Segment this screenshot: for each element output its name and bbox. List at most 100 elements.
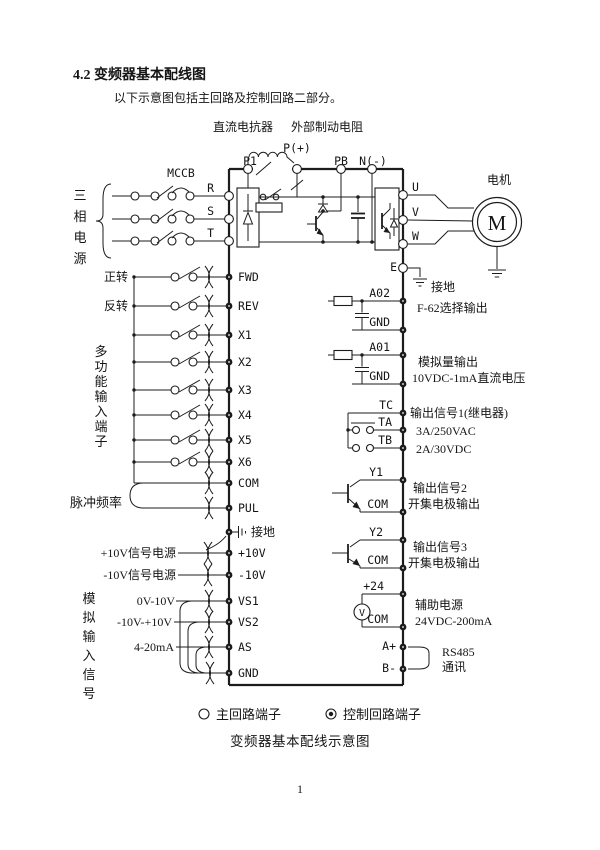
- terminal-vs2: [225, 618, 233, 626]
- terminal-x5: [225, 436, 233, 444]
- switch-x5: [133, 429, 230, 445]
- range-bipolar-label: -10V-+10V: [117, 615, 172, 629]
- minus10v-terminal-label: -10V: [238, 568, 266, 582]
- terminal-gnd2: [399, 380, 407, 388]
- terminal-gnd: [225, 669, 233, 677]
- three-phase-source-label: 三相电源: [73, 188, 86, 266]
- three-phase-input: 三相电源 MCCB R S T: [73, 166, 229, 266]
- x2-label: X2: [238, 355, 252, 369]
- terminal-x4: [225, 411, 233, 419]
- tc-label: TC: [379, 398, 393, 412]
- control-outputs: A02 GND A01 GND TC TA TB: [327, 286, 430, 675]
- w-label: W: [412, 229, 419, 243]
- tb-label: TB: [378, 433, 392, 447]
- x1-label: X1: [238, 328, 252, 342]
- com1-label: COM: [367, 497, 388, 511]
- gnd-label: GND: [238, 666, 259, 680]
- main-terminal-symbol: [198, 708, 210, 720]
- terminal-x6: [225, 458, 233, 466]
- a01-branch: [327, 349, 404, 385]
- x4-label: X4: [238, 408, 252, 422]
- com2-label: COM: [367, 553, 388, 567]
- terminal-tb: [399, 444, 407, 452]
- motor-m-symbol: M: [488, 211, 507, 235]
- out2-type: 开集电极输出: [408, 496, 480, 511]
- f62-label: F-62选择输出: [417, 300, 488, 315]
- terminal-tc: [399, 409, 407, 417]
- terminal-fwd: [225, 273, 233, 281]
- aux-supply: V +24 COM: [353, 579, 403, 628]
- terminal-vs1: [225, 597, 233, 605]
- y2-label: Y2: [369, 525, 383, 539]
- out1-rating-ac: 3A/250VAC: [416, 424, 476, 438]
- analog-input-label: 模拟输入信号: [82, 591, 95, 701]
- page-header: 4.2 变频器基本配线图 以下示意图包括主回路及控制回路二部分。: [73, 66, 342, 105]
- analog-out-label-1: 模拟量输出: [418, 354, 478, 369]
- mccb-label: MCCB: [167, 166, 195, 180]
- terminal-rev: [225, 302, 233, 310]
- b-minus-label: B-: [382, 661, 396, 675]
- out1-label: 输出信号1(继电器): [410, 405, 508, 420]
- out2-label: 输出信号2: [413, 480, 467, 495]
- motor-inner-circle: [476, 201, 518, 243]
- a-plus-label: A+: [382, 639, 396, 653]
- braking-chopper: [307, 173, 342, 244]
- switch-x1: [133, 324, 230, 340]
- e-ground-label: 接地: [431, 279, 455, 294]
- y1-output: Y1 COM: [332, 465, 403, 513]
- com3-label: COM: [367, 612, 388, 626]
- terminal-pb-label: PB: [334, 154, 348, 168]
- switch-fwd: [133, 266, 230, 282]
- motor: M 电机 接地: [407, 173, 523, 294]
- terminal-t: [224, 236, 234, 246]
- terminal-u: [398, 190, 408, 200]
- y2-output: Y2 COM: [332, 525, 403, 569]
- vs2-shield-bracket: [187, 621, 199, 674]
- terminal-v: [398, 215, 408, 225]
- switch-x4: [133, 404, 230, 420]
- precharge-relay: [255, 188, 283, 213]
- p-plus-slash: [290, 179, 304, 191]
- terminal-ta: [399, 426, 407, 434]
- range-0-10v-label: 0V-10V: [137, 594, 176, 608]
- range-4-20ma-label: 4-20mA: [134, 640, 174, 654]
- terminal-y1: [399, 476, 407, 484]
- left-terminal-strip: FWD REV X1 X2 X3 X4 X5 X6 COM PUL +10V -…: [225, 270, 266, 680]
- analog-out-label-2: 10VDC-1mA直流电压: [412, 371, 525, 385]
- terminal-com1: [399, 508, 407, 516]
- x3-label: X3: [238, 383, 252, 397]
- u-label: U: [412, 180, 419, 194]
- terminal-p1: [243, 164, 253, 174]
- terminal-x2: [225, 358, 233, 366]
- as-shield-bracket: [195, 646, 206, 674]
- out3-label: 输出信号3: [413, 539, 467, 554]
- page-number: 1: [297, 782, 303, 796]
- brace: [95, 183, 112, 259]
- control-terminal-legend: 控制回路端子: [343, 707, 421, 722]
- e-ground-symbol: [408, 267, 427, 287]
- e-label: E: [390, 260, 397, 274]
- pul-label: PUL: [238, 501, 259, 515]
- vs2-label: VS2: [238, 615, 259, 629]
- terminal-e: [398, 263, 408, 273]
- motor-label: 电机: [487, 173, 511, 187]
- shield-ground-label: 接地: [251, 524, 275, 539]
- rs485-label: RS485: [442, 645, 475, 659]
- terminal-gnd1: [399, 326, 407, 334]
- terminal-a02: [399, 297, 407, 305]
- switch-x6: [133, 451, 230, 467]
- terminal-s: [224, 214, 234, 224]
- gnd2-label: GND: [369, 369, 390, 383]
- out3-type: 开集电极输出: [408, 555, 480, 570]
- plus10v-terminal-label: +10V: [238, 546, 266, 560]
- terminal-plus10v: [225, 549, 233, 557]
- phase-t-label: T: [207, 226, 214, 240]
- aux-rating: 24VDC-200mA: [415, 614, 493, 628]
- vs1-label: VS1: [238, 594, 259, 608]
- terminal-pul: [225, 504, 233, 512]
- terminal-p-plus-label: P(+): [283, 141, 311, 155]
- terminal-pb: [336, 164, 346, 174]
- phase-s-label: S: [207, 204, 214, 218]
- ta-label: TA: [378, 415, 392, 429]
